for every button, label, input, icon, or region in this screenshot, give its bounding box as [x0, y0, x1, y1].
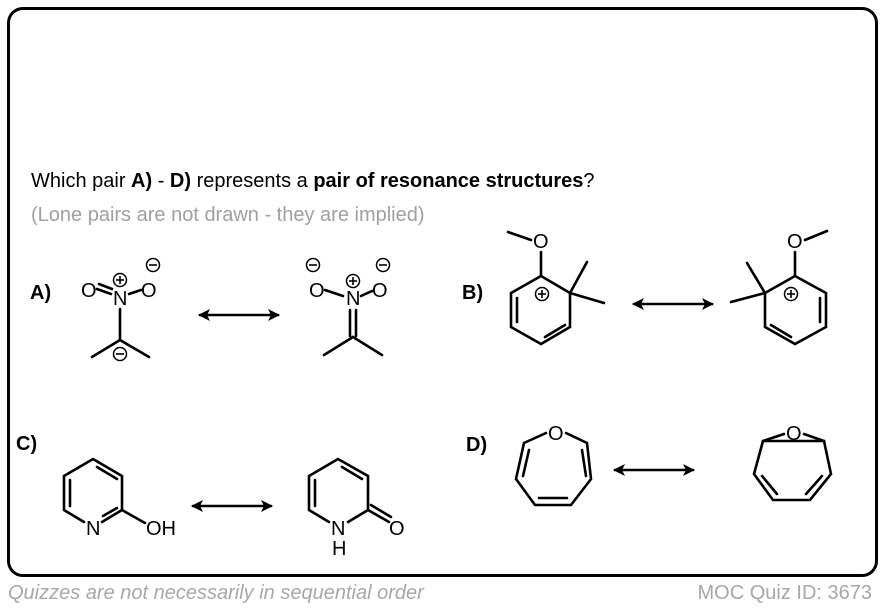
option-c[interactable]: C) N OH N H O: [16, 433, 405, 560]
lone-pair-note: (Lone pairs are not drawn - they are imp…: [31, 204, 425, 226]
option-a-label: A): [30, 282, 51, 304]
question-range-sep: -: [152, 170, 170, 192]
oxygen-atom: O: [372, 280, 388, 302]
plus-charge-icon: [112, 272, 128, 288]
hydroxyl-group: OH: [146, 518, 176, 540]
oxygen-atom: O: [309, 280, 325, 302]
minus-charge-icon: [145, 257, 161, 273]
question-range-start: A): [131, 170, 153, 192]
option-c-left-structure: N OH: [62, 457, 176, 540]
minus-charge-icon: [112, 346, 128, 362]
minus-charge-icon: [305, 257, 321, 273]
option-b[interactable]: B) O O: [462, 229, 829, 346]
hydrogen-atom: H: [332, 538, 346, 560]
nitrogen-atom: N: [86, 518, 100, 540]
footer-quiz-id: MOC Quiz ID: 3673: [697, 582, 872, 604]
option-a[interactable]: A) O N O O N O: [30, 257, 391, 362]
plus-charge-icon: [345, 273, 361, 289]
minus-charge-icon: [375, 257, 391, 273]
oxygen-atom: O: [389, 518, 405, 540]
question-emphasis: pair of resonance structures: [313, 170, 584, 192]
option-c-label: C): [16, 433, 37, 455]
oxygen-atom: O: [141, 280, 157, 302]
plus-charge-icon: [534, 286, 550, 302]
footer-sequence-note: Quizzes are not necessarily in sequentia…: [8, 582, 424, 604]
option-d-left-structure: O: [514, 423, 593, 507]
plus-charge-icon: [783, 286, 799, 302]
oxygen-atom: O: [787, 231, 803, 253]
quiz-frame: [7, 7, 878, 577]
option-b-left-structure: O: [506, 230, 606, 346]
question-range-end: D): [169, 170, 192, 192]
nitrogen-atom: N: [331, 518, 345, 540]
nitrogen-atom: N: [346, 288, 360, 310]
question-prefix: Which pair: [31, 170, 132, 192]
nitrogen-atom: N: [113, 288, 127, 310]
oxygen-atom: O: [81, 280, 97, 302]
question-text: Which pair A) - D) represents a pair of …: [31, 170, 595, 193]
option-b-label: B): [462, 282, 483, 304]
option-d[interactable]: D) O O: [466, 423, 833, 507]
option-a-left-structure: O N O: [81, 257, 161, 362]
oxygen-atom: O: [533, 231, 549, 253]
option-c-right-structure: N H O: [307, 457, 405, 560]
question-middle: represents a: [191, 170, 314, 192]
option-a-right-structure: O N O: [305, 257, 391, 357]
oxygen-atom: O: [548, 423, 564, 445]
oxygen-atom: O: [786, 423, 802, 445]
option-d-label: D): [466, 434, 487, 456]
option-d-right-structure: O: [752, 423, 833, 502]
question-suffix: ?: [583, 170, 595, 192]
option-b-right-structure: O: [729, 229, 829, 346]
